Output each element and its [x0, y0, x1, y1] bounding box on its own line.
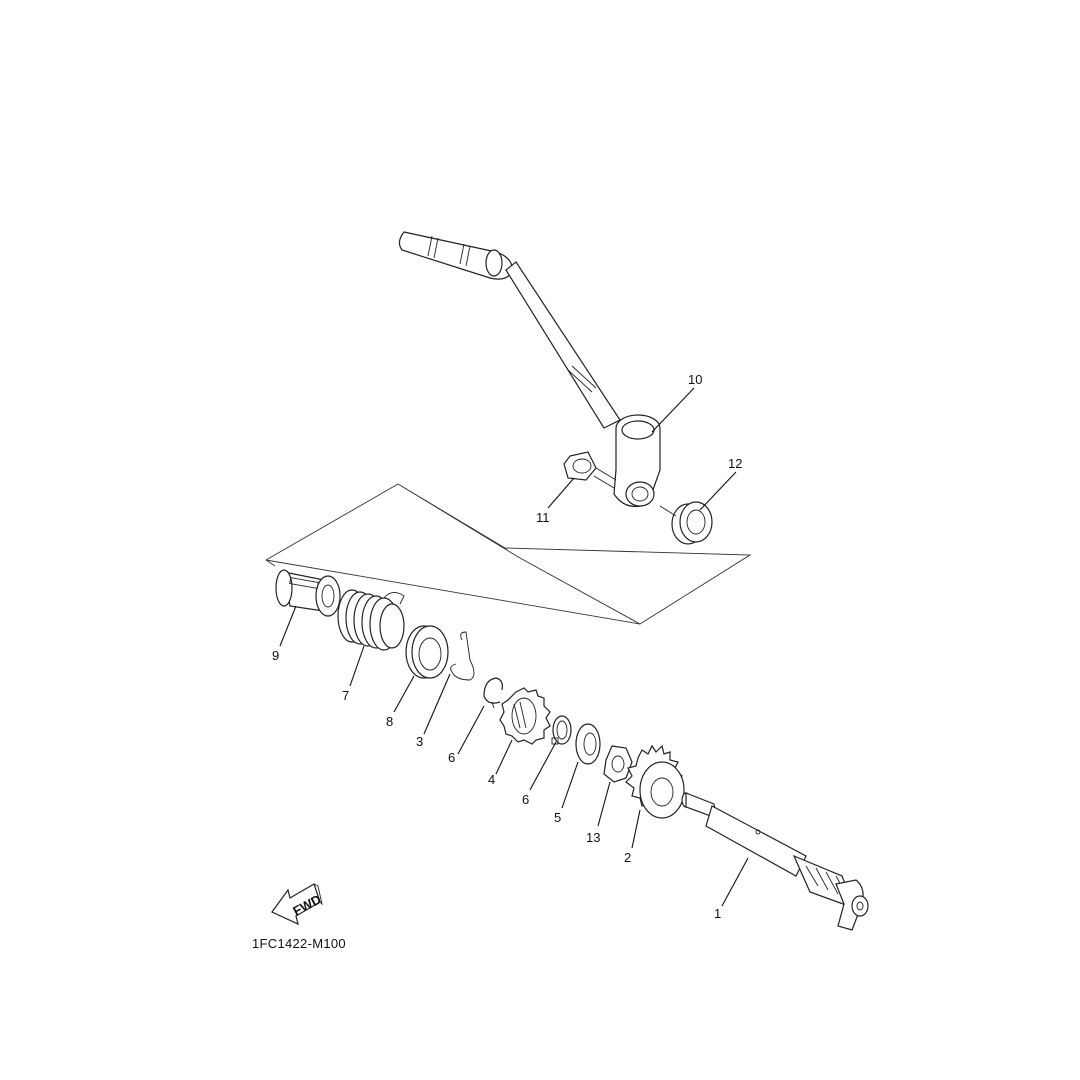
forward-arrow-icon: FWD: [271, 883, 324, 926]
callout-4: 4: [488, 772, 495, 787]
callout-6-upper: 6: [448, 750, 455, 765]
leader-lines: [279, 387, 749, 907]
spring-guide-part: [275, 569, 341, 617]
spring-washer-part: [405, 625, 449, 679]
callout-9: 9: [272, 648, 279, 663]
callout-8: 8: [386, 714, 393, 729]
kick-gear-part: [625, 744, 685, 819]
callout-3: 3: [416, 734, 423, 749]
callout-12: 11: [536, 510, 550, 525]
callout-5: 5: [554, 810, 561, 825]
bolt-part: [563, 451, 617, 489]
plain-washer-part: [575, 723, 601, 765]
callout-6-lower: 6: [522, 792, 529, 807]
drawing-code: 1FC1422-M100: [252, 936, 346, 951]
kick-crank-part: [398, 231, 661, 507]
circlip-lower-part: [551, 715, 572, 745]
callout-7: 7: [342, 688, 349, 703]
callout-10: 13: [586, 830, 600, 845]
oil-seal-part: [659, 501, 713, 545]
callout-labels: 10 11 12 9 7 8 3 6 4 6 5 13 2 1: [272, 372, 742, 921]
torsion-spring-part: [337, 589, 405, 651]
kick-axle-part: [681, 792, 869, 931]
callout-2: 2: [624, 850, 631, 865]
ratchet-wheel-part: [499, 687, 551, 745]
callout-1: 1: [714, 906, 721, 921]
assembly-group-outline: [265, 483, 752, 625]
callout-13: 12: [728, 456, 742, 471]
callout-11: 10: [688, 372, 702, 387]
spring-clip-part: [450, 631, 475, 681]
stopper-plate-part: [603, 745, 633, 783]
circlip-upper-part: [483, 677, 503, 709]
